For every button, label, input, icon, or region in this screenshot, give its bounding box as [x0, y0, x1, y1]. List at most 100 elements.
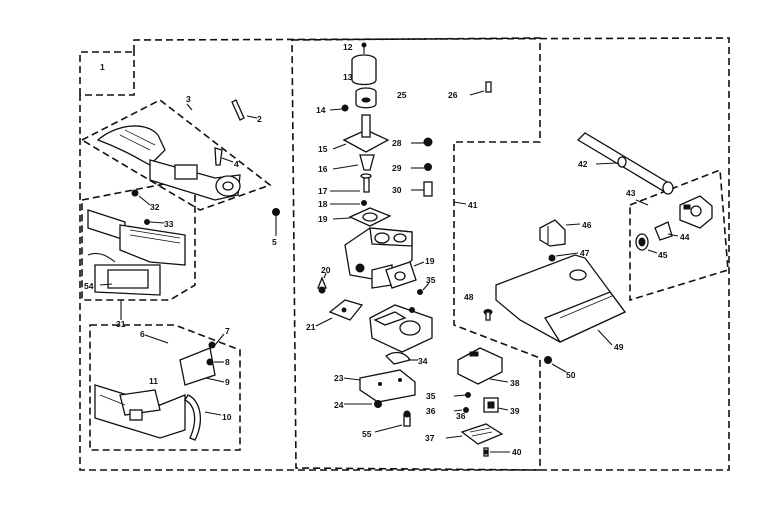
- label-21: 21: [306, 322, 316, 332]
- cap-25-part: [355, 87, 377, 109]
- label-31: 31: [116, 319, 126, 329]
- label-40: 40: [512, 447, 522, 457]
- label-3: 3: [186, 94, 191, 104]
- label-54: 54: [84, 281, 94, 291]
- nut-45-part: [635, 233, 649, 251]
- label-26: 26: [448, 90, 458, 100]
- knob-13-part: [351, 54, 377, 86]
- pin-17-part: [360, 173, 372, 193]
- label-55: 55: [362, 429, 372, 439]
- screw-14-part: [341, 104, 349, 112]
- screw-47-part: [548, 254, 556, 262]
- label-38: 38: [510, 378, 520, 388]
- label-49: 49: [614, 342, 624, 352]
- label-36-left: 36: [426, 406, 436, 416]
- plate-37-part: [460, 423, 504, 445]
- label-30: 30: [392, 185, 402, 195]
- label-46: 46: [582, 220, 592, 230]
- label-14: 14: [316, 105, 326, 115]
- screw-28-part: [423, 137, 433, 147]
- label-53: 35: [426, 275, 436, 285]
- label-16: 16: [318, 164, 328, 174]
- orifice-assembly-boundary: [629, 168, 729, 302]
- bracket-23-part: [359, 369, 416, 403]
- label-5: 5: [272, 237, 277, 247]
- burner-head-part: [369, 304, 433, 353]
- label-29: 29: [392, 163, 402, 173]
- screw-30-part: [423, 181, 433, 197]
- shield-49-part: [495, 254, 627, 343]
- clip-34-part: [384, 351, 412, 365]
- label-25: 25: [397, 90, 407, 100]
- label-20: 20: [321, 265, 331, 275]
- plate-21-part: [328, 299, 364, 321]
- spring-16-part: [359, 154, 375, 171]
- screw-26-part: [485, 81, 492, 93]
- label-44: 44: [680, 232, 690, 242]
- label-35-left: 35: [426, 391, 436, 401]
- fitting-43-part: [679, 195, 713, 229]
- burner-part: [96, 125, 241, 201]
- gasket-19b-part: [385, 261, 417, 289]
- outer-assembly-boundary: [79, 37, 730, 471]
- orifice-44-part: [654, 221, 673, 241]
- screw-55-part: [403, 410, 411, 427]
- label-47: 47: [580, 248, 590, 258]
- label-2: 2: [257, 114, 262, 124]
- label-33: 33: [164, 219, 174, 229]
- nut-36-part: [463, 407, 469, 413]
- igniter-spring-part: [179, 347, 216, 386]
- label-7: 7: [225, 326, 230, 336]
- screw-48-part: [483, 309, 493, 321]
- label-1: 1: [100, 62, 105, 72]
- screw-2-part: [231, 99, 245, 121]
- burner-assembly-boundary: [80, 99, 272, 211]
- label-42: 42: [578, 159, 588, 169]
- label-28: 28: [392, 138, 402, 148]
- screw-40-part: [483, 447, 489, 457]
- screw-8-part: [206, 358, 214, 366]
- screw-32-part: [131, 189, 139, 197]
- label-24: 24: [334, 400, 344, 410]
- label-6: 6: [140, 329, 145, 339]
- label-32: 32: [150, 202, 160, 212]
- pilot-bracket-part: [87, 209, 186, 296]
- pilot-assembly-boundary: [81, 177, 196, 301]
- label-15: 15: [318, 144, 328, 154]
- screw-33-part: [144, 219, 150, 225]
- label-11: 11: [149, 376, 158, 386]
- screw-5-part: [272, 208, 280, 216]
- label-19-upper: 19: [318, 214, 328, 224]
- label-23: 23: [334, 373, 344, 383]
- nut-29-part: [424, 163, 432, 171]
- label-43: 43: [626, 188, 636, 198]
- plate-38-part: [457, 347, 503, 385]
- label-8: 8: [225, 357, 230, 367]
- valve-assembly-boundary: [291, 37, 541, 471]
- label-18: 18: [318, 199, 328, 209]
- screw-50-part: [544, 356, 552, 364]
- label-19-lower: 19: [425, 256, 435, 266]
- label-10: 10: [222, 412, 232, 422]
- label-12: 12: [343, 42, 353, 52]
- label-39: 39: [510, 406, 520, 416]
- screw-24-part: [374, 400, 382, 408]
- igniter-assembly-boundary: [89, 324, 241, 451]
- label-48: 48: [464, 292, 474, 302]
- label-4: 4: [234, 159, 239, 169]
- screw-35-part: [465, 392, 471, 398]
- screw-4-part: [214, 147, 223, 166]
- gasket-19-part: [348, 207, 392, 227]
- label-13: 13: [343, 72, 353, 82]
- stem-15-part: [342, 114, 390, 153]
- item-12-part: [361, 42, 367, 48]
- label-41: 41: [468, 200, 478, 210]
- clip-46-part: [539, 219, 566, 247]
- igniter-bracket-part: [94, 384, 201, 441]
- label-45: 45: [658, 250, 668, 260]
- label-50: 50: [566, 370, 576, 380]
- label-9: 9: [225, 377, 230, 387]
- screw-53-part: [417, 289, 423, 295]
